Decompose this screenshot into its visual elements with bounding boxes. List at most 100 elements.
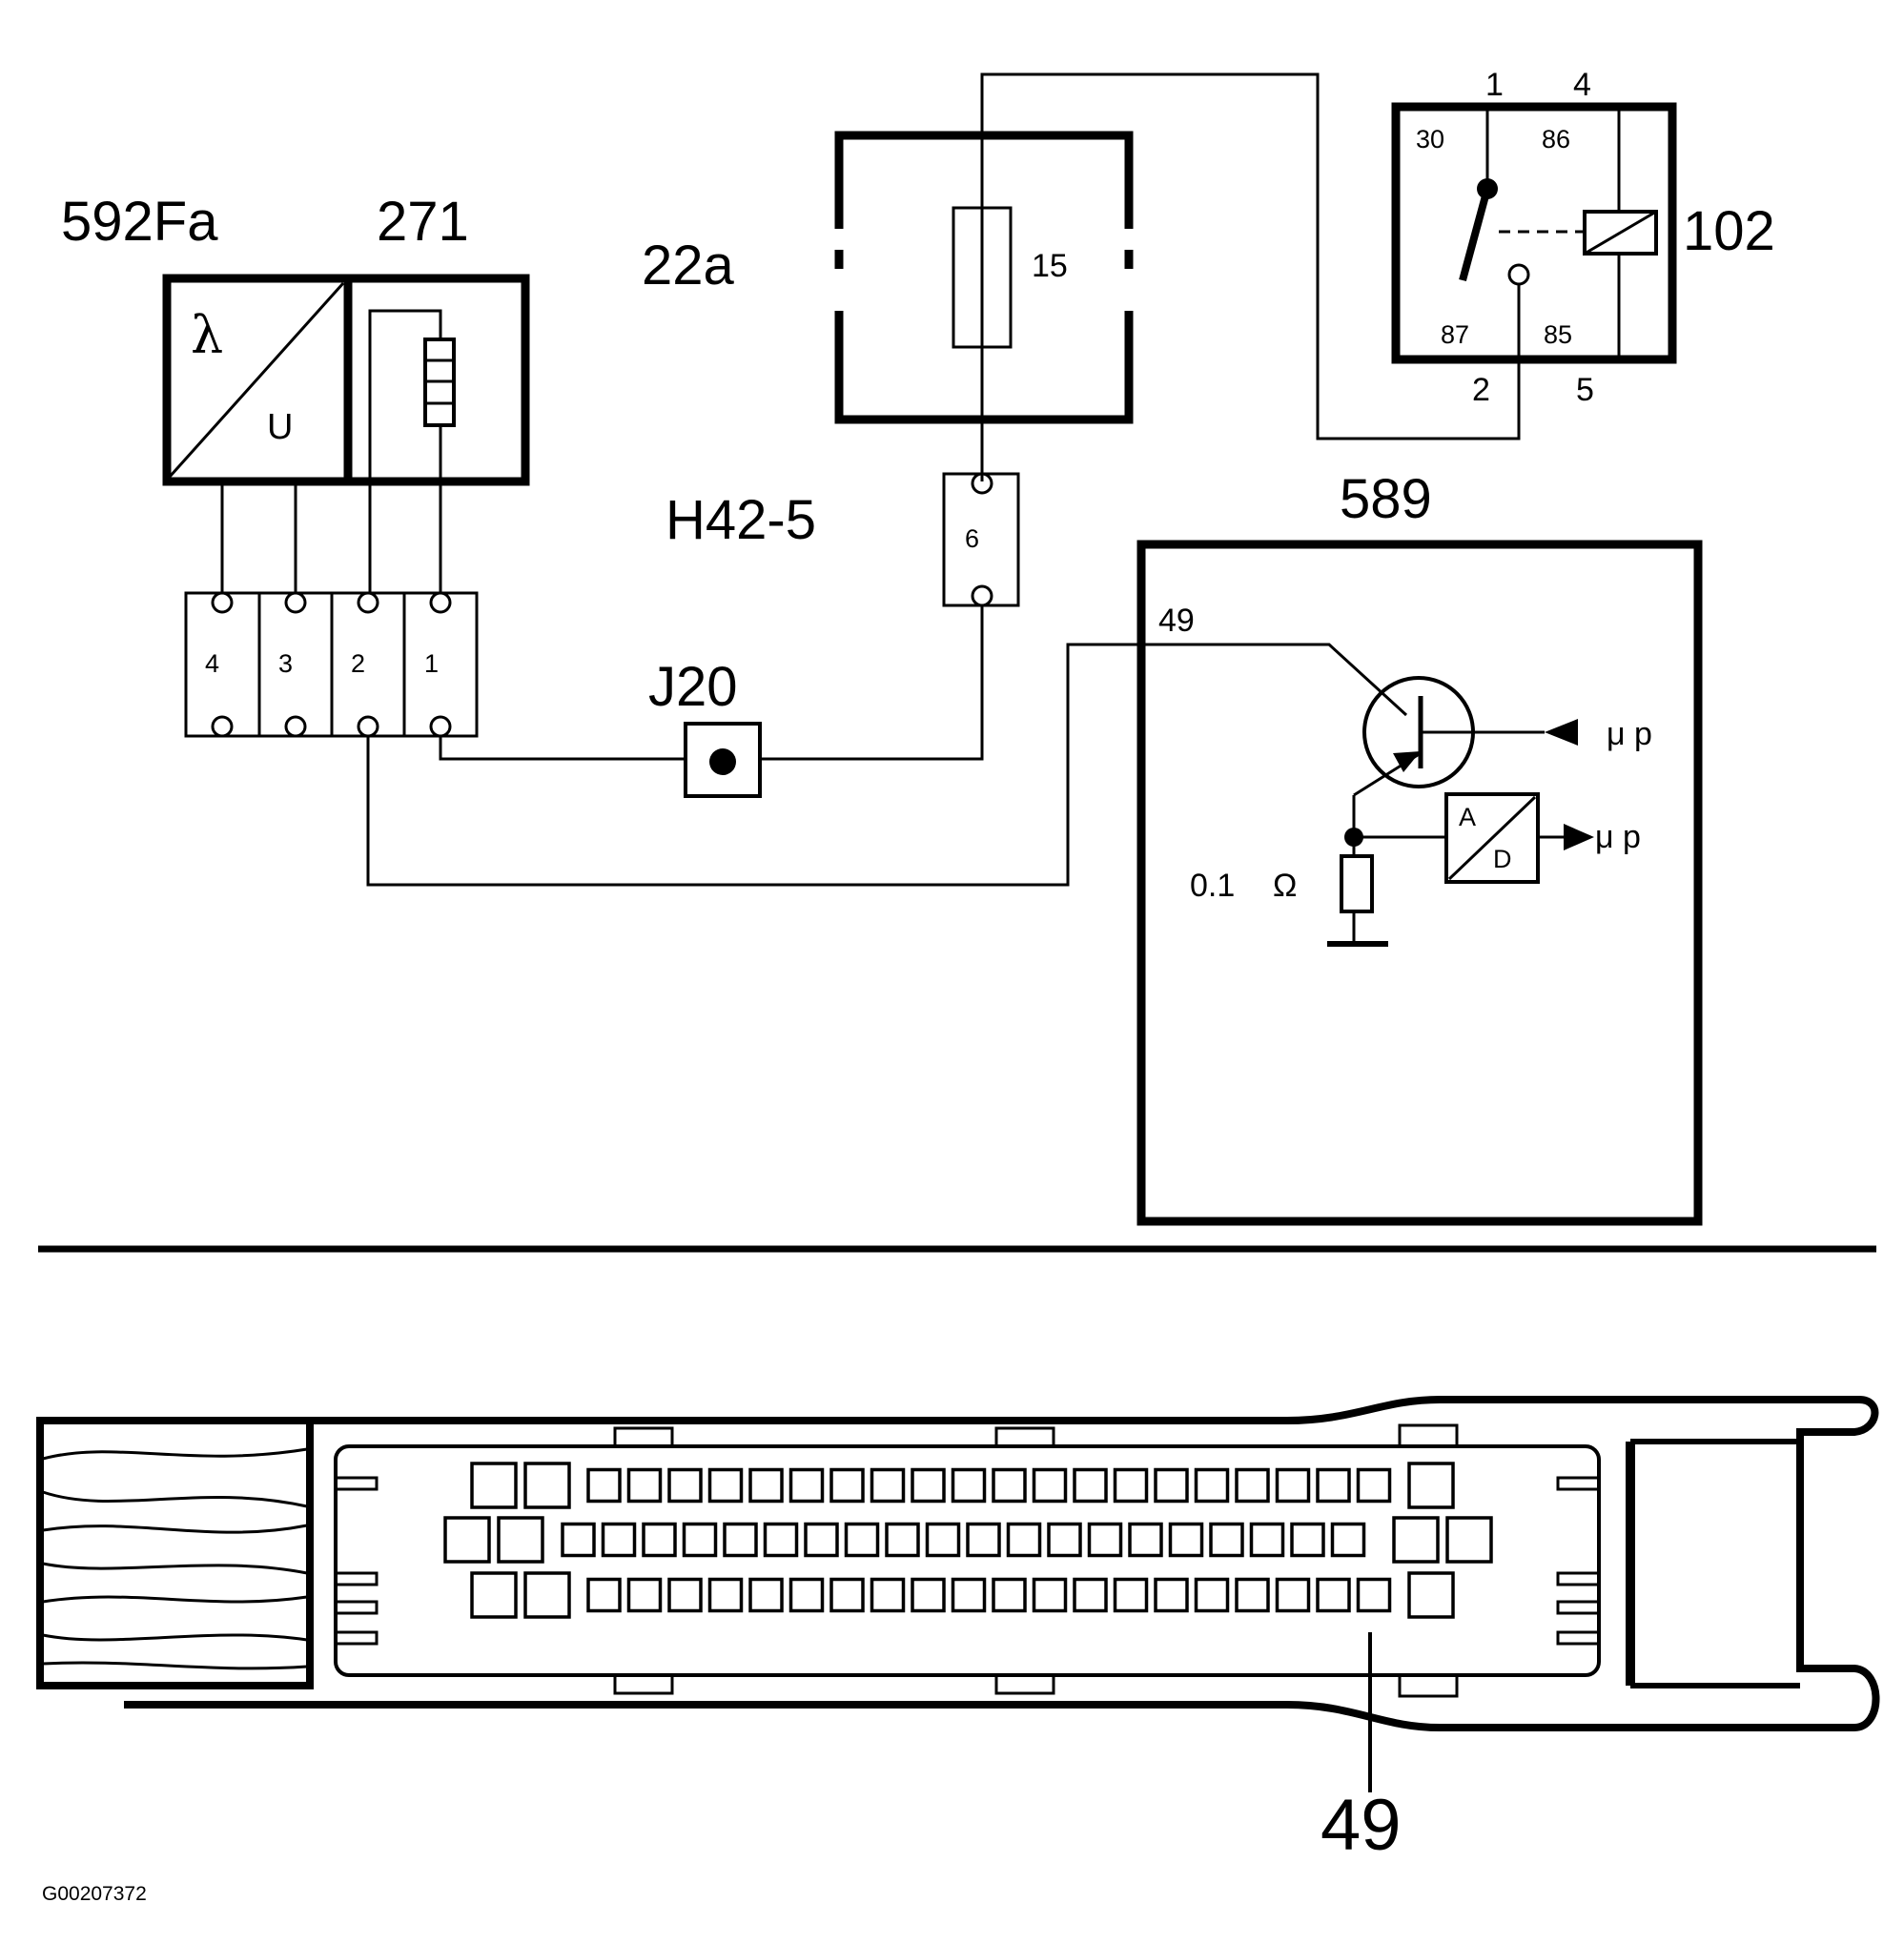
shunt-resistor-icon [1340, 854, 1374, 913]
relay-pin-5: 5 [1576, 372, 1594, 408]
pin-small [1235, 1467, 1270, 1504]
output-u-label: U [267, 407, 293, 447]
pin-small [642, 1522, 677, 1558]
pin-large [523, 1571, 571, 1619]
relay-terminal-86: 86 [1542, 125, 1570, 153]
transistor-icon [1353, 676, 1578, 797]
lambda-sensor-592fa: 592Fa λ U [61, 191, 353, 486]
pin-small [763, 1522, 799, 1558]
pin-small [870, 1577, 906, 1613]
label-22a: 22a [642, 235, 735, 297]
pin-small [992, 1467, 1027, 1504]
adc-converter-icon: A D [1444, 792, 1594, 884]
pin-small [1316, 1467, 1351, 1504]
pin-small [707, 1577, 744, 1613]
pin-small [925, 1522, 961, 1558]
pin-small [885, 1522, 920, 1558]
pin-small [748, 1467, 784, 1504]
pin-small [1154, 1577, 1189, 1613]
pin-small [992, 1577, 1027, 1613]
pin-small [951, 1577, 987, 1613]
pin-small [1113, 1467, 1149, 1504]
pin-small [1047, 1522, 1082, 1558]
adc-d-label: D [1493, 845, 1512, 873]
label-271: 271 [377, 191, 469, 253]
label-589: 589 [1340, 468, 1432, 530]
pin-small [1154, 1467, 1189, 1504]
pin-small [788, 1577, 825, 1613]
pin-small [586, 1577, 622, 1613]
h42-pin-6: 6 [965, 524, 979, 553]
junction-j20: J20 [648, 656, 762, 798]
connector-h42-5: H42-5 6 [665, 472, 1020, 607]
pin-small [911, 1467, 946, 1504]
fuse-box-22a: 22a 15 [642, 131, 1134, 424]
pin-small [667, 1467, 703, 1504]
pin-small [1235, 1577, 1270, 1613]
pin-small [1356, 1467, 1392, 1504]
pin-small [1032, 1577, 1068, 1613]
heater-271: 271 [343, 191, 530, 486]
callout-49-label: 49 [1321, 1785, 1402, 1866]
relay-pin-4: 4 [1573, 67, 1591, 103]
pin-small [1128, 1522, 1163, 1558]
microprocessor-label-1: μ p [1607, 716, 1652, 752]
pin-small [1275, 1467, 1311, 1504]
lambda-symbol: λ [191, 305, 223, 365]
pin-small [707, 1467, 744, 1504]
figure-id-label: G00207372 [42, 1883, 147, 1905]
resistor-value-label: 0.1 [1190, 868, 1235, 904]
ecu-pin-49-label: 49 [1158, 603, 1195, 639]
relay-terminal-87: 87 [1441, 320, 1469, 349]
relay-pin-1: 1 [1485, 67, 1504, 103]
relay-terminal-85: 85 [1544, 320, 1572, 349]
pin-small [601, 1522, 637, 1558]
relay-pin-2: 2 [1472, 372, 1490, 408]
pin-small [626, 1577, 663, 1613]
sensor-connector: 4 3 2 1 [184, 591, 479, 738]
label-h42-5: H42-5 [665, 489, 816, 551]
pin-large [443, 1516, 491, 1564]
pin-large [1392, 1516, 1440, 1564]
pin-small [667, 1577, 703, 1613]
fuse-15-label: 15 [1032, 248, 1068, 284]
pin-small [1073, 1577, 1108, 1613]
pin-small [829, 1467, 865, 1504]
pin-small [1290, 1522, 1325, 1558]
pin-small [788, 1467, 825, 1504]
microprocessor-label-2: μ p [1595, 819, 1641, 855]
pin-small [626, 1467, 663, 1504]
pin-small [1316, 1577, 1351, 1613]
pin-small [1087, 1522, 1123, 1558]
pin-small [1194, 1467, 1230, 1504]
pin-large [1407, 1462, 1455, 1509]
pin-small [1168, 1522, 1204, 1558]
label-j20: J20 [648, 656, 738, 718]
adc-a-label: A [1459, 803, 1476, 831]
pin-small [748, 1577, 784, 1613]
pin-small [723, 1522, 758, 1558]
pin-small [1209, 1522, 1244, 1558]
ohm-symbol: Ω [1273, 868, 1297, 904]
pin-small [911, 1577, 946, 1613]
relay-102: 1 4 30 86 87 85 2 5 102 [1391, 67, 1775, 408]
ecu-589: 589 49 μ p 0.1 Ω A D [1136, 468, 1703, 1226]
pin-large [1445, 1516, 1493, 1564]
connector-pin-2: 2 [351, 649, 365, 678]
pin-small [1113, 1577, 1149, 1613]
pin-small [1275, 1577, 1311, 1613]
pin-large [470, 1462, 518, 1509]
pin-small [804, 1522, 839, 1558]
pin-large [470, 1571, 518, 1619]
pin-small [1032, 1467, 1068, 1504]
pin-large [1407, 1571, 1455, 1619]
pin-small [1249, 1522, 1285, 1558]
pin-small [1006, 1522, 1042, 1558]
pin-small [682, 1522, 718, 1558]
pin-small [1194, 1577, 1230, 1613]
pin-large [497, 1516, 544, 1564]
pin-small [844, 1522, 880, 1558]
label-102: 102 [1683, 200, 1775, 262]
pin-small [1073, 1467, 1108, 1504]
